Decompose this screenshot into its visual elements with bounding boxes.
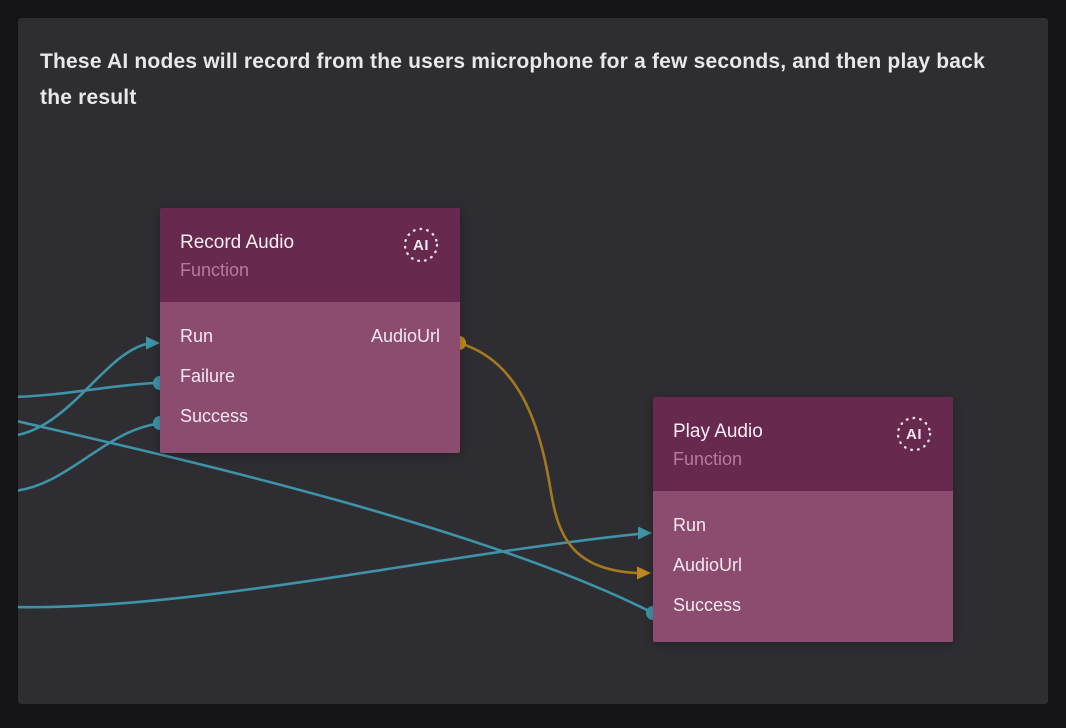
node-header: Play Audio Function AI bbox=[653, 397, 953, 491]
node-subtitle: Function bbox=[673, 449, 743, 469]
ai-badge-label: AI bbox=[413, 236, 429, 254]
node-header: Record Audio Function AI bbox=[160, 208, 460, 302]
port-run-input[interactable]: Run bbox=[673, 515, 707, 535]
node-body: Run AudioUrl Failure Success bbox=[160, 302, 460, 453]
ai-badge-icon: AI bbox=[895, 415, 933, 453]
port-row: Success bbox=[653, 585, 953, 625]
node-subtitle: Function bbox=[180, 260, 250, 280]
port-success-output[interactable]: Success bbox=[673, 595, 742, 615]
port-row: Failure bbox=[160, 356, 460, 396]
ai-badge-icon: AI bbox=[402, 226, 440, 264]
node-body: Run AudioUrl Success bbox=[653, 491, 953, 642]
port-audiourl-output[interactable]: AudioUrl bbox=[370, 326, 440, 346]
port-row: Run AudioUrl bbox=[160, 316, 460, 356]
port-failure-output[interactable]: Failure bbox=[180, 366, 236, 386]
node-record-audio[interactable]: Record Audio Function AI Run AudioUrl Fa… bbox=[160, 208, 460, 453]
node-play-audio[interactable]: Play Audio Function AI Run AudioUrl Succ… bbox=[653, 397, 953, 642]
node-title: Record Audio bbox=[180, 232, 295, 253]
node-title: Play Audio bbox=[673, 421, 763, 442]
port-row: AudioUrl bbox=[653, 545, 953, 585]
port-row: Run bbox=[653, 505, 953, 545]
port-audiourl-input[interactable]: AudioUrl bbox=[673, 555, 743, 575]
port-success-output[interactable]: Success bbox=[180, 406, 249, 426]
canvas-comment: These AI nodes will record from the user… bbox=[40, 50, 985, 109]
port-row: Success bbox=[160, 396, 460, 436]
port-run-input[interactable]: Run bbox=[180, 326, 214, 346]
ai-badge-label: AI bbox=[906, 425, 922, 443]
